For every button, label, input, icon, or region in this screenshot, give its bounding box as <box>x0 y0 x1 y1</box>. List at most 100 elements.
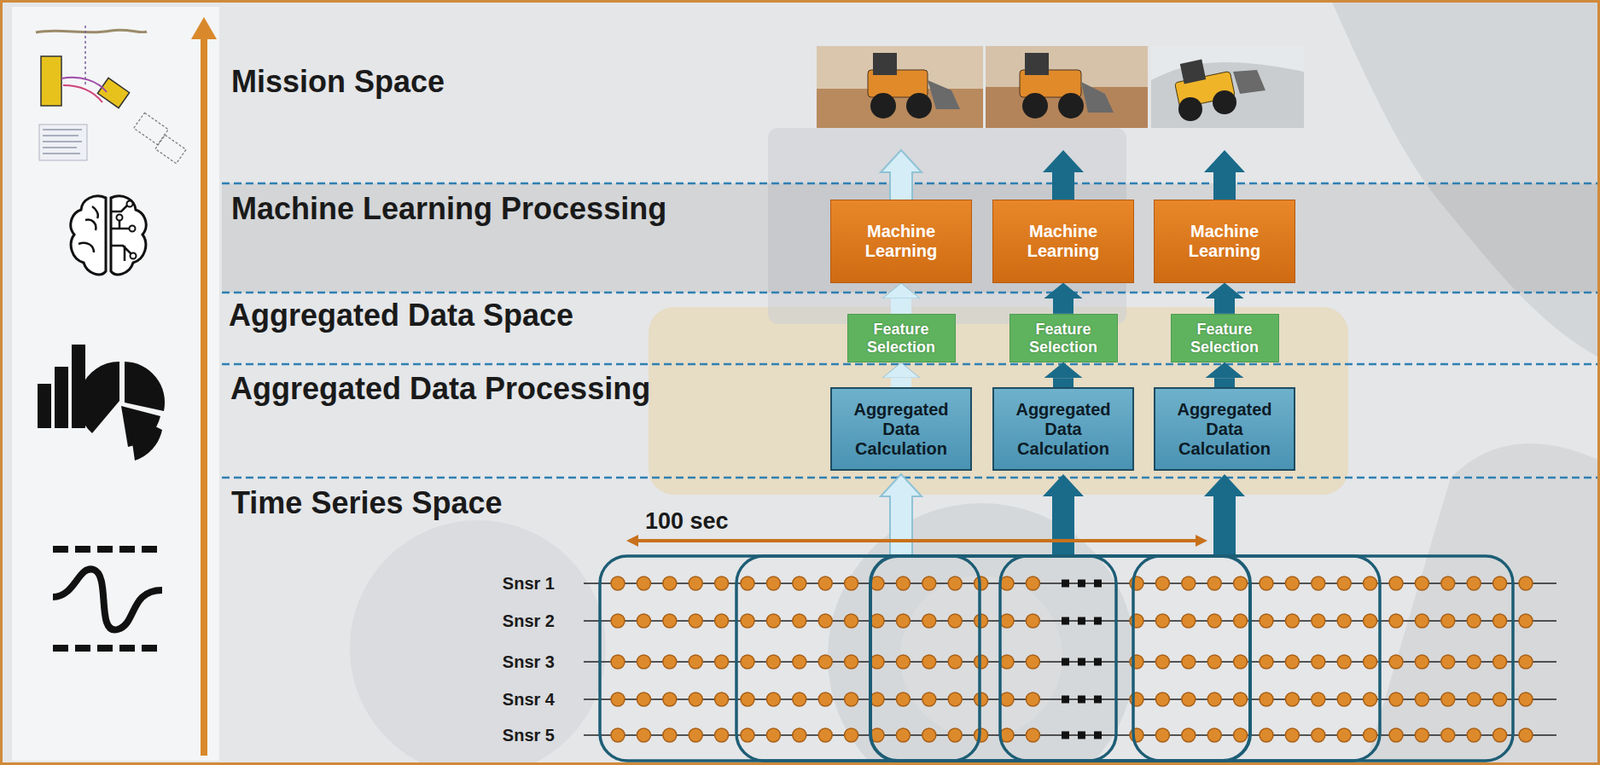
sample-dot <box>1025 576 1040 591</box>
aggregate-box: Aggregated Data Calculation <box>830 387 972 472</box>
brain-fold <box>78 206 99 253</box>
sample-dot <box>1285 614 1299 629</box>
sample-dot <box>1311 614 1326 629</box>
loader-cab <box>1180 59 1206 85</box>
sample-dot <box>870 692 885 707</box>
sample-dot <box>1259 576 1274 591</box>
ml-box: Machine Learning <box>1153 199 1296 284</box>
sample-dot <box>1389 576 1403 591</box>
sample-dot <box>1259 728 1274 743</box>
sample-dot <box>766 576 780 591</box>
sample-dot <box>1389 692 1403 707</box>
loader-wheel <box>870 93 896 119</box>
flow-arrow <box>890 378 912 388</box>
sample-dot <box>1466 692 1481 707</box>
window-arrow <box>880 474 922 557</box>
sample-dot <box>896 576 910 591</box>
sample-dot <box>1337 576 1351 591</box>
rock-pile <box>1331 0 1600 359</box>
schematic-key <box>39 124 88 161</box>
key-line <box>42 128 82 131</box>
faint-loader-hub <box>900 576 1063 739</box>
sensor-label: Snsr 5 <box>457 725 555 746</box>
box-text: Machine Learning <box>839 221 963 262</box>
band-label: Aggregated Data Processing <box>230 370 651 408</box>
sample-dot <box>1493 614 1507 629</box>
sample-dot <box>610 728 625 743</box>
sample-dot <box>844 655 859 670</box>
outline-symbol <box>155 134 187 164</box>
sensor-line <box>583 620 1557 623</box>
sample-dot <box>636 692 651 707</box>
sample-dot <box>1311 692 1326 707</box>
sample-dot <box>1414 728 1429 743</box>
sample-dot <box>688 614 703 629</box>
sample-dot <box>715 576 729 591</box>
sample-dot <box>1493 728 1507 743</box>
sample-dot <box>740 576 755 591</box>
sample-dot <box>1025 614 1040 629</box>
loader-bucket <box>1233 69 1266 94</box>
sample-dot <box>663 614 677 629</box>
ground-line <box>35 29 147 33</box>
gap-marker <box>1061 696 1070 704</box>
key-line <box>42 146 77 149</box>
sample-dot <box>792 728 807 743</box>
loader-photo <box>985 46 1148 128</box>
gap-marker <box>1077 617 1086 626</box>
sample-dot <box>1233 614 1248 629</box>
sample-dot <box>1466 576 1481 591</box>
sample-dot <box>1181 614 1196 629</box>
truck-symbol <box>40 56 62 106</box>
sample-dot <box>948 655 962 670</box>
loader-cab <box>1024 52 1049 76</box>
sample-dot <box>922 614 937 629</box>
time-window <box>1133 556 1513 762</box>
sample-dot <box>896 614 910 629</box>
circuit-line <box>110 204 132 262</box>
sample-dot <box>1000 614 1014 629</box>
gap-marker <box>1061 617 1070 626</box>
sample-dot <box>948 576 962 591</box>
sample-dot <box>663 655 677 670</box>
sample-dot <box>766 728 780 743</box>
path-line <box>63 85 103 103</box>
key-line <box>42 140 82 143</box>
sample-dot <box>1233 655 1248 670</box>
sample-dot <box>1233 728 1248 743</box>
sample-dot <box>1207 728 1222 743</box>
sample-dot <box>1025 655 1040 670</box>
sensor-label: Snsr 4 <box>457 689 555 710</box>
band-label: Aggregated Data Space <box>228 296 574 334</box>
pie-slice <box>124 361 165 412</box>
loader-symbol <box>97 77 129 108</box>
sample-dot <box>740 614 755 629</box>
pie-slice <box>78 361 120 434</box>
sample-dot <box>818 692 832 707</box>
mission-arrow <box>1042 150 1084 205</box>
window-arrow <box>1204 474 1246 557</box>
sample-dot <box>870 614 885 629</box>
sample-dot <box>818 576 832 591</box>
gravel-pile <box>1151 62 1304 128</box>
gap-marker <box>1061 580 1070 588</box>
sensor-label: Snsr 2 <box>457 610 555 632</box>
sample-dot <box>1285 655 1299 670</box>
sample-dot <box>1155 728 1170 743</box>
sample-dot <box>1518 614 1533 629</box>
sensor-label: Snsr 1 <box>457 573 555 594</box>
sample-dot <box>715 692 729 707</box>
sample-dot <box>663 692 677 707</box>
sample-dot <box>740 728 755 743</box>
mission-arrow <box>1204 150 1246 205</box>
sample-dot <box>1441 576 1455 591</box>
sample-dot <box>844 576 859 591</box>
faint-loader-body <box>648 307 1349 495</box>
sensor-line <box>583 734 1557 737</box>
gap-marker <box>1093 696 1102 704</box>
box-text: Aggregated Data Calculation <box>1002 400 1124 460</box>
sample-dot <box>1493 655 1507 670</box>
flow-arrow <box>1214 298 1235 315</box>
flow-arrow <box>890 298 912 315</box>
